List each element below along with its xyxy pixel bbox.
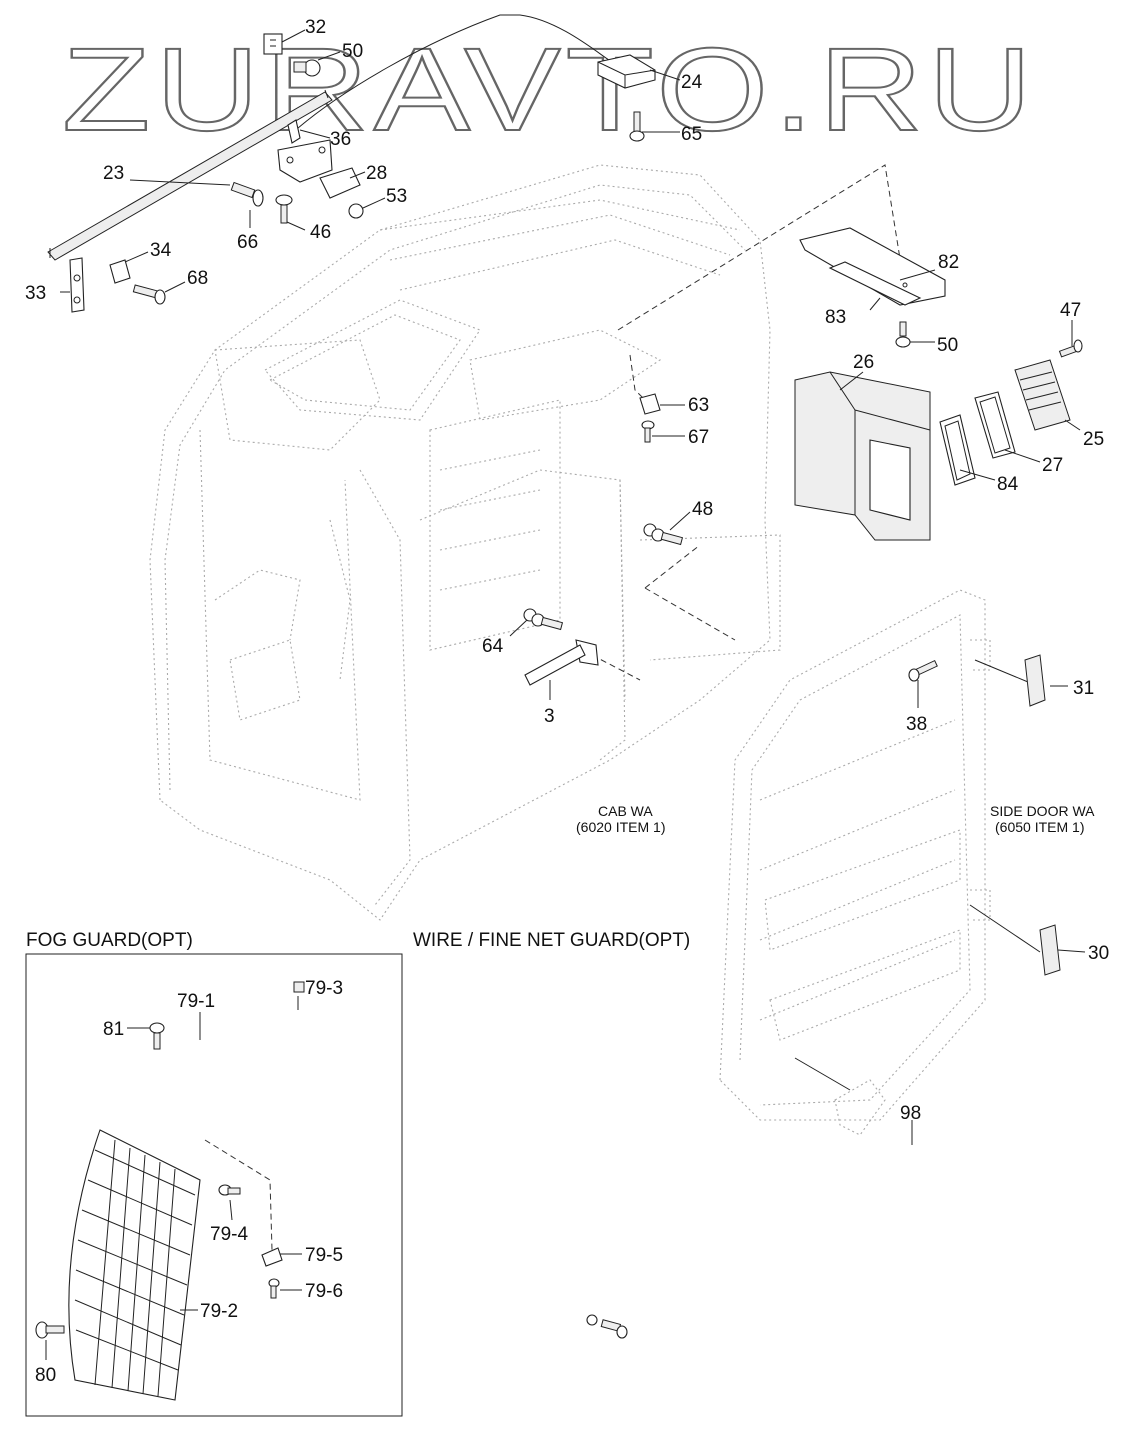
part-numbers: 32 50 24 65 36 23 28 53 66 46 34 33 68 8… bbox=[25, 17, 1109, 1386]
part-81-bolt bbox=[149, 1022, 165, 1050]
part-36-clip bbox=[287, 119, 301, 144]
part-25-vent bbox=[1014, 359, 1071, 431]
label-50-right: 50 bbox=[937, 335, 958, 356]
label-33: 33 bbox=[25, 283, 46, 304]
part-28-plate bbox=[319, 167, 361, 199]
label-81: 81 bbox=[103, 1019, 124, 1040]
caption-cab-line1: CAB WA bbox=[598, 803, 653, 819]
section-title-wire-guard: WIRE / FINE NET GUARD(OPT) bbox=[413, 930, 690, 951]
caption-cab-line2: (6020 ITEM 1) bbox=[576, 819, 665, 835]
part-38-screw bbox=[908, 659, 938, 682]
part-65-screw bbox=[629, 111, 645, 142]
label-38: 38 bbox=[906, 714, 927, 735]
label-47: 47 bbox=[1060, 300, 1081, 321]
label-98: 98 bbox=[900, 1103, 921, 1124]
part-82-plate bbox=[799, 227, 946, 306]
part-32-bracket bbox=[263, 33, 283, 55]
part-23-rail bbox=[47, 89, 333, 261]
part-67-screw bbox=[641, 420, 655, 443]
part-79-4-bolt bbox=[218, 1184, 241, 1196]
part-63-clip bbox=[639, 393, 661, 415]
wire-guard-bolt bbox=[586, 1314, 628, 1339]
label-34: 34 bbox=[150, 240, 172, 261]
label-79-3: 79-3 bbox=[305, 978, 343, 999]
part-79-2-grille bbox=[68, 1129, 201, 1401]
label-23: 23 bbox=[103, 163, 124, 184]
label-53: 53 bbox=[386, 186, 407, 207]
caption-door-line2: (6050 ITEM 1) bbox=[995, 819, 1084, 835]
label-66: 66 bbox=[237, 232, 258, 253]
part-47-screw bbox=[1058, 339, 1083, 358]
watermark: ZURAVTO.RU bbox=[62, 24, 1037, 156]
label-27: 27 bbox=[1042, 455, 1063, 476]
part-64-bolt bbox=[523, 608, 564, 631]
label-32: 32 bbox=[305, 17, 326, 38]
label-30: 30 bbox=[1088, 943, 1109, 964]
label-28: 28 bbox=[366, 163, 387, 184]
part-79-6-bolt bbox=[268, 1278, 280, 1299]
part-50-bolt-top bbox=[293, 59, 321, 77]
part-68-bolt bbox=[132, 284, 166, 305]
label-68: 68 bbox=[187, 268, 208, 289]
part-wire-cable bbox=[289, 14, 613, 136]
fog-guard-box bbox=[25, 953, 403, 1417]
label-50-top: 50 bbox=[342, 41, 363, 62]
label-79-2: 79-2 bbox=[200, 1301, 238, 1322]
label-79-1: 79-1 bbox=[177, 991, 215, 1012]
part-31-pad bbox=[1024, 654, 1046, 707]
part-34-clip bbox=[109, 259, 131, 284]
section-title-fog-guard: FOG GUARD(OPT) bbox=[26, 930, 193, 951]
part-46-bolt bbox=[275, 194, 293, 224]
label-84: 84 bbox=[997, 474, 1019, 495]
part-53-nut bbox=[348, 203, 364, 219]
label-63: 63 bbox=[688, 395, 709, 416]
label-79-6: 79-6 bbox=[305, 1281, 343, 1302]
part-66-bolt bbox=[230, 181, 264, 207]
label-80: 80 bbox=[35, 1365, 56, 1386]
part-30-pad bbox=[1039, 924, 1061, 976]
part-79-5-clip bbox=[261, 1247, 283, 1267]
label-46: 46 bbox=[310, 222, 331, 243]
part-bracket-plate bbox=[277, 139, 333, 183]
label-48: 48 bbox=[692, 499, 713, 520]
label-83: 83 bbox=[825, 307, 846, 328]
label-36: 36 bbox=[330, 129, 351, 150]
part-50-bolt-right bbox=[895, 321, 911, 348]
label-65: 65 bbox=[681, 124, 702, 145]
part-48-bolt bbox=[643, 523, 684, 546]
label-24: 24 bbox=[681, 72, 703, 93]
label-3: 3 bbox=[544, 706, 555, 727]
part-3-lever bbox=[524, 639, 599, 686]
label-64: 64 bbox=[482, 636, 504, 657]
part-83-plate bbox=[828, 261, 922, 306]
label-79-5: 79-5 bbox=[305, 1245, 343, 1266]
part-26-insulation bbox=[794, 371, 931, 541]
label-26: 26 bbox=[853, 352, 874, 373]
part-79-3-nut bbox=[293, 981, 305, 993]
label-67: 67 bbox=[688, 427, 709, 448]
cab-body bbox=[149, 164, 781, 921]
label-25: 25 bbox=[1083, 429, 1104, 450]
part-80-bolt bbox=[35, 1321, 65, 1339]
label-79-4: 79-4 bbox=[210, 1224, 248, 1245]
part-33-bracket bbox=[69, 257, 85, 313]
label-31: 31 bbox=[1073, 678, 1094, 699]
part-24-block bbox=[597, 54, 656, 89]
side-door bbox=[719, 589, 991, 1136]
caption-door-line1: SIDE DOOR WA bbox=[990, 803, 1095, 819]
label-leaders bbox=[45, 29, 1086, 1360]
label-82: 82 bbox=[938, 252, 959, 273]
part-84-gasket bbox=[939, 414, 976, 486]
part-27-gasket bbox=[974, 391, 1016, 459]
leader-lines bbox=[204, 164, 1041, 1251]
